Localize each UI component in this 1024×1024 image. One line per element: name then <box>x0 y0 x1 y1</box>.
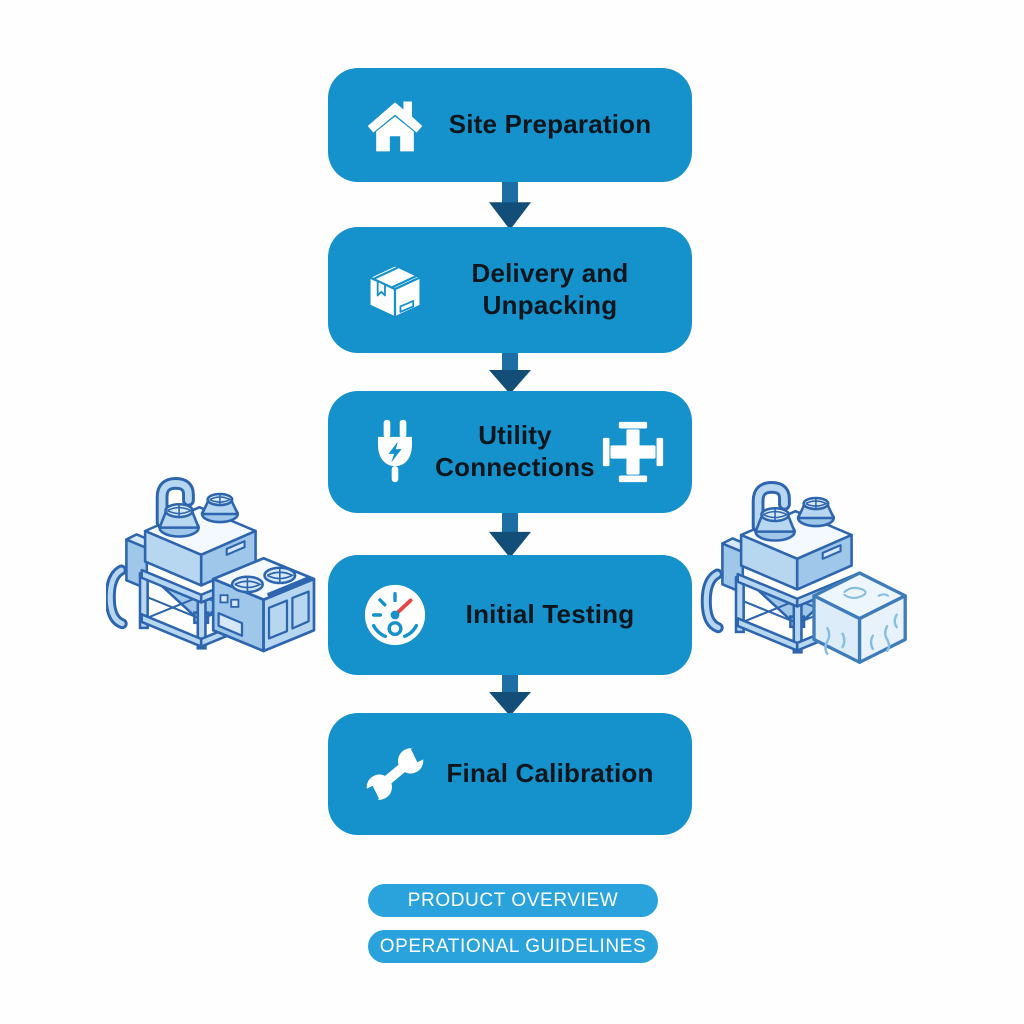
right-illustration-ice-machine <box>700 446 907 664</box>
power-plug-icon <box>358 418 432 486</box>
step-label: Delivery and Unpacking <box>471 258 629 320</box>
pipe-fitting-icon <box>598 420 668 484</box>
flow-arrow-1 <box>488 178 532 231</box>
product-overview-button[interactable]: PRODUCT OVERVIEW <box>368 884 658 917</box>
condenser-unit <box>211 556 316 653</box>
package-icon <box>358 259 432 321</box>
gauge-icon <box>358 582 432 648</box>
flow-arrow-2 <box>488 349 532 395</box>
step-label: Initial Testing <box>465 599 635 630</box>
step-initial-testing: Initial Testing <box>328 555 692 675</box>
step-label: Utility Connections <box>435 420 595 482</box>
step-final-calibration: Final Calibration <box>328 713 692 835</box>
left-illustration-ice-machine <box>106 442 316 672</box>
flow-arrow-4 <box>488 671 532 717</box>
wrench-icon <box>358 739 432 809</box>
home-icon <box>358 93 432 157</box>
step-site-preparation: Site Preparation <box>328 68 692 182</box>
flow-arrow-3 <box>488 509 532 559</box>
step-delivery-unpacking: Delivery and Unpacking <box>328 227 692 353</box>
step-label: Final Calibration <box>446 758 654 789</box>
step-utility-connections: Utility Connections <box>328 391 692 513</box>
operational-guidelines-button[interactable]: OPERATIONAL GUIDELINES <box>368 930 658 963</box>
step-label: Site Preparation <box>448 109 652 140</box>
